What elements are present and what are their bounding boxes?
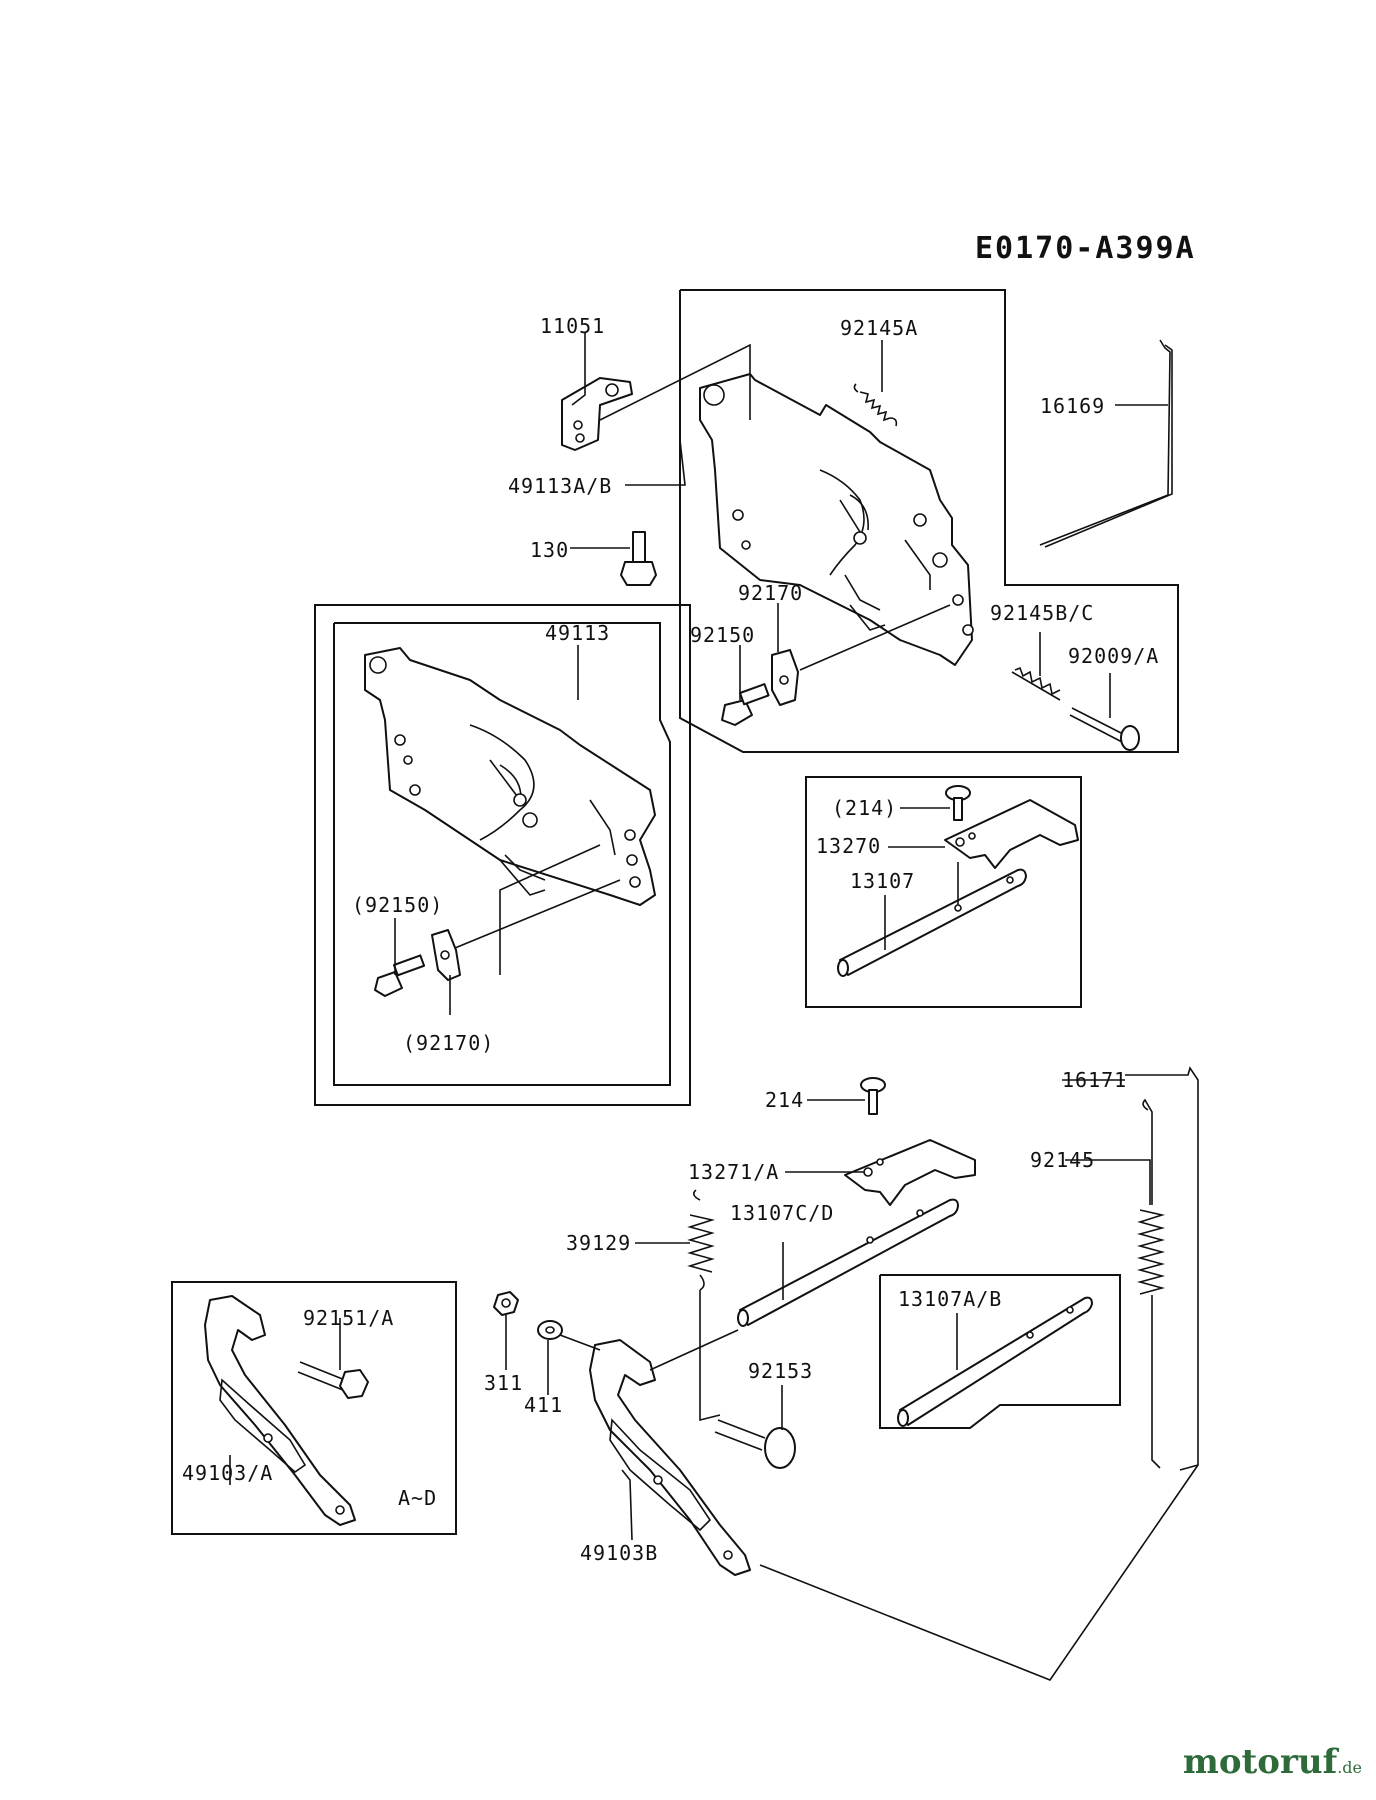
- label-92170: 92170: [738, 581, 803, 605]
- watermark-brand: motoruf: [1182, 1742, 1338, 1782]
- leaders-lower: [229, 1079, 1199, 1681]
- label-92009A: 92009/A: [1068, 644, 1159, 668]
- label-16169: 16169: [1040, 394, 1105, 418]
- clip-92170-upper: [771, 649, 799, 706]
- label-49103A: 49103/A: [182, 1461, 273, 1485]
- frame-13107: [805, 776, 1082, 1008]
- shaft-13107: [837, 868, 1027, 977]
- label-13270: 13270: [816, 834, 881, 858]
- shaft-13107CD: [737, 1198, 959, 1327]
- plate-13270: [944, 799, 1079, 869]
- bolt-92150-lower: [374, 954, 426, 997]
- frame-49113-inner: [333, 622, 671, 1086]
- lever-49103A: [204, 1295, 356, 1526]
- washer-411: [537, 1320, 563, 1340]
- frame-49113-outer: [314, 604, 691, 1106]
- label-92150: 92150: [690, 623, 755, 647]
- watermark-logo: motoruf.de: [1183, 1742, 1362, 1782]
- label-49113AB: 49113A/B: [508, 474, 612, 498]
- label-411: 411: [524, 1393, 563, 1417]
- bolt-92151A: [297, 1361, 369, 1399]
- spring-92145: [1136, 1098, 1166, 1469]
- label-11051: 11051: [540, 314, 605, 338]
- label-311: 311: [484, 1371, 523, 1395]
- leaders-49113: [394, 645, 621, 1015]
- label-13107AB: 13107A/B: [898, 1287, 1002, 1311]
- diagram-code: E0170-A399A: [975, 231, 1196, 266]
- spring-92145A: [853, 383, 898, 427]
- spring-39129: [687, 1189, 716, 1291]
- label-13107CD: 13107C/D: [730, 1201, 834, 1225]
- label-16171: 16171: [1062, 1068, 1127, 1092]
- control-plate-upper: [699, 373, 974, 666]
- rod-16169: [1039, 339, 1173, 548]
- label-214-paren: (214): [832, 796, 897, 820]
- frame-49103A: [171, 1281, 457, 1535]
- nut-311: [493, 1291, 519, 1316]
- label-92145BC: 92145B/C: [990, 601, 1094, 625]
- label-92153: 92153: [748, 1359, 813, 1383]
- screw-214-paren: [945, 785, 971, 821]
- label-92145A: 92145A: [840, 316, 918, 340]
- label-49103B: 49103B: [580, 1541, 658, 1565]
- label-13271A: 13271/A: [688, 1160, 779, 1184]
- bracket-11051: [561, 377, 633, 451]
- lever-49103B: [589, 1339, 751, 1576]
- screw-92009A: [1069, 707, 1140, 751]
- frame-13107AB: [879, 1274, 1121, 1429]
- leaders-upper: [570, 333, 1168, 718]
- label-13107: 13107: [850, 869, 915, 893]
- spring-92145BC: [1011, 666, 1061, 701]
- screw-214: [860, 1077, 886, 1115]
- shaft-13107AB: [897, 1296, 1093, 1427]
- label-92145: 92145: [1030, 1148, 1095, 1172]
- label-92170-paren: (92170): [403, 1031, 494, 1055]
- label-130: 130: [530, 538, 569, 562]
- label-39129: 39129: [566, 1231, 631, 1255]
- label-49113: 49113: [545, 621, 610, 645]
- label-A-D: A~D: [398, 1486, 437, 1510]
- bolt-92150-upper: [721, 683, 770, 726]
- clip-92170-lower: [431, 929, 461, 981]
- plate-13271A: [844, 1139, 976, 1206]
- label-92150-paren: (92150): [352, 893, 443, 917]
- leaders-13107: [884, 807, 959, 950]
- watermark-domain: .de: [1337, 1758, 1362, 1777]
- label-92151A: 92151/A: [303, 1306, 394, 1330]
- control-plate-49113: [364, 647, 656, 906]
- rod-16171: [1125, 1066, 1199, 1471]
- bolt-130: [620, 531, 657, 586]
- bolt-92153: [714, 1419, 796, 1469]
- label-214: 214: [765, 1088, 804, 1112]
